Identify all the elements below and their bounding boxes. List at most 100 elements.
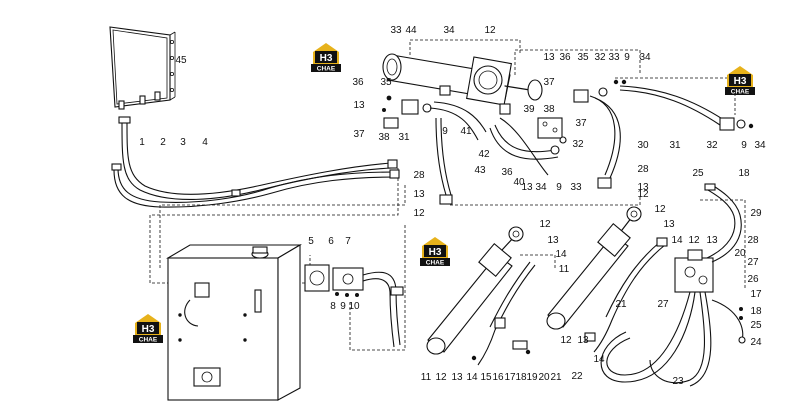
- callout-c9b: 9: [624, 52, 630, 63]
- callout-c22: 22: [571, 371, 583, 382]
- callout-c28a: 28: [413, 170, 425, 181]
- callout-c27a: 27: [747, 257, 759, 268]
- callout-c35b: 35: [577, 52, 589, 63]
- chae-logo-3: H3 CHAE: [420, 237, 450, 267]
- callout-c11b: 11: [421, 372, 432, 383]
- callout-c13e: 13: [637, 182, 649, 193]
- callout-c36b: 36: [559, 52, 571, 63]
- callout-c19: 19: [526, 372, 538, 383]
- logo-mark: H3: [734, 76, 747, 87]
- callout-c5: 5: [308, 236, 314, 247]
- callout-c4: 4: [202, 137, 208, 148]
- callout-c18b: 18: [750, 306, 762, 317]
- callout-c9c: 9: [556, 182, 562, 193]
- callout-c26: 26: [747, 274, 759, 285]
- callout-c29: 29: [750, 208, 762, 219]
- lift-cylinder-left-11: [426, 226, 536, 366]
- callout-c9a: 9: [442, 126, 448, 137]
- logo-word: CHAE: [731, 89, 750, 96]
- logo-word: CHAE: [139, 337, 158, 344]
- callout-c14c: 14: [593, 354, 605, 365]
- callout-c34a: 34: [443, 25, 455, 36]
- callout-c21a: 21: [615, 299, 627, 310]
- callout-c16: 16: [492, 372, 504, 383]
- callout-c37b: 37: [543, 77, 555, 88]
- callout-c13c: 13: [543, 52, 555, 63]
- callout-c24: 24: [750, 337, 762, 348]
- callout-c2: 2: [160, 137, 166, 148]
- center-hose-network: [435, 117, 567, 205]
- callout-c12b: 12: [413, 208, 425, 219]
- callout-c13i: 13: [577, 335, 589, 346]
- callout-c13h: 13: [706, 235, 718, 246]
- callout-c17b: 17: [504, 372, 516, 383]
- callout-c12f: 12: [688, 235, 700, 246]
- callout-c43: 43: [474, 165, 486, 176]
- callout-c28b: 28: [637, 164, 649, 175]
- callout-c37c: 37: [575, 118, 587, 129]
- callout-c44: 44: [405, 25, 417, 36]
- callout-c14a: 14: [555, 249, 567, 260]
- callout-c38a: 38: [378, 132, 390, 143]
- callout-c25a: 25: [692, 168, 704, 179]
- callout-c23: 23: [672, 376, 684, 387]
- callout-c1: 1: [139, 137, 145, 148]
- callout-c14b: 14: [671, 235, 683, 246]
- chae-logo-1: H3 CHAE: [311, 43, 341, 73]
- callout-c31a: 31: [398, 132, 410, 143]
- callout-c34b: 34: [639, 52, 651, 63]
- right-pressure-hoses-30-31: [573, 79, 754, 189]
- callout-c8: 8: [330, 301, 336, 312]
- callout-c20: 20: [734, 248, 746, 259]
- callout-c15: 15: [480, 372, 492, 383]
- callout-c32c: 32: [706, 140, 718, 151]
- logo-word: CHAE: [317, 66, 336, 73]
- callout-c13g: 13: [663, 219, 675, 230]
- callout-c34c: 34: [535, 182, 547, 193]
- callout-c14d: 14: [466, 372, 478, 383]
- chae-logo-4: H3 CHAE: [133, 314, 163, 344]
- callout-c12g: 12: [560, 335, 572, 346]
- callout-c17a: 17: [750, 289, 762, 300]
- callout-c35a: 35: [380, 77, 392, 88]
- callout-c13b: 13: [413, 189, 425, 200]
- callout-c39: 39: [523, 104, 535, 115]
- callout-c18a: 18: [738, 168, 750, 179]
- callout-c12e: 12: [654, 204, 666, 215]
- callout-c33a: 33: [390, 25, 402, 36]
- logo-mark: H3: [429, 247, 442, 258]
- valve-fitting-cluster-left: [381, 95, 487, 141]
- callout-c3: 3: [180, 137, 186, 148]
- chae-logo-2: H3 CHAE: [725, 66, 755, 96]
- callout-c42: 42: [478, 149, 490, 160]
- callout-c21b: 21: [550, 372, 562, 383]
- callout-c40: 40: [513, 177, 525, 188]
- callout-c33b: 33: [608, 52, 620, 63]
- callout-c6: 6: [328, 236, 334, 247]
- top-cylinder-44: [382, 53, 543, 115]
- callout-c11a: 11: [559, 264, 570, 275]
- hydraulic-tank-5: [165, 244, 303, 401]
- callout-c12c: 12: [637, 189, 649, 200]
- callout-c30: 30: [637, 140, 649, 151]
- callout-c7: 7: [345, 236, 351, 247]
- callout-c12h: 12: [435, 372, 447, 383]
- callout-c9d: 9: [741, 140, 747, 151]
- callout-c20b: 20: [538, 372, 550, 383]
- callout-c10: 10: [348, 301, 360, 312]
- callout-c28c: 28: [747, 235, 759, 246]
- callout-c13f: 13: [547, 235, 559, 246]
- callout-c38b: 38: [543, 104, 555, 115]
- callout-c37a: 37: [353, 129, 365, 140]
- callout-c13d: 13: [521, 182, 533, 193]
- callout-c36c: 36: [501, 167, 513, 178]
- return-hoses-1-4: [111, 116, 400, 208]
- callout-c12d: 12: [539, 219, 551, 230]
- callout-c36a: 36: [352, 77, 364, 88]
- callout-c18c: 18: [515, 372, 527, 383]
- callout-c12a: 12: [484, 25, 496, 36]
- logo-word: CHAE: [426, 260, 445, 267]
